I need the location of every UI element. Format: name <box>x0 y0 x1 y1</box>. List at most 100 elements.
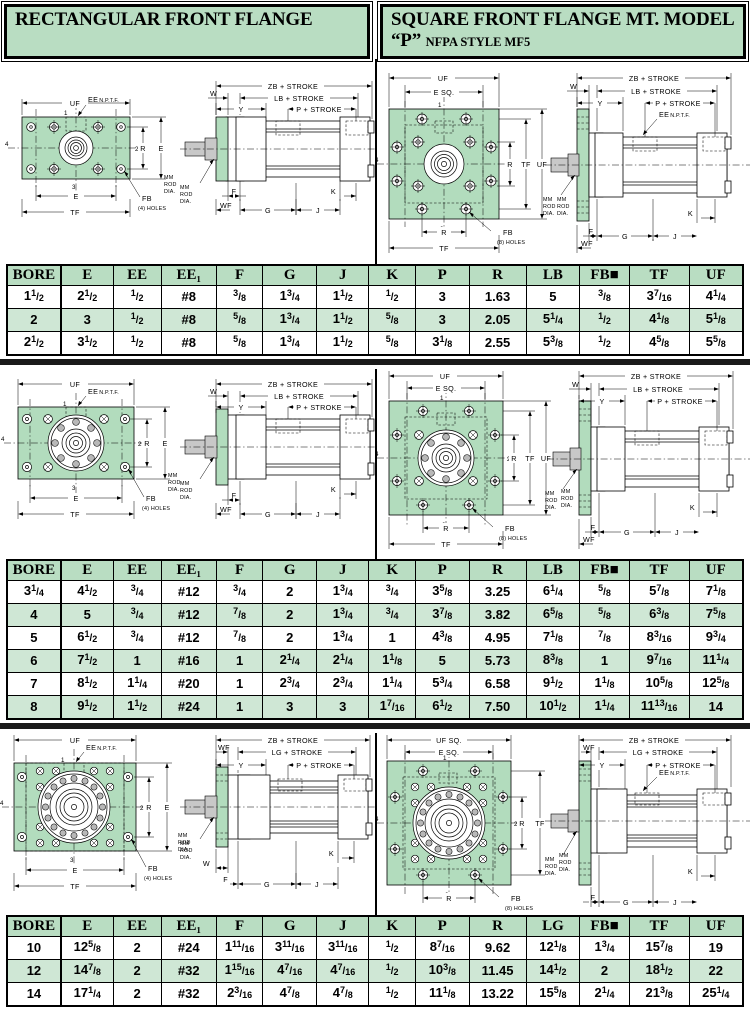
cell-tf: 181/2 <box>628 959 690 984</box>
cell-lb: 51/4 <box>525 308 581 333</box>
dim-j-sqmed-label: J <box>675 528 679 537</box>
title-text-right: SQUARE FRONT FLANGE MT. MODEL “P” <box>391 9 734 51</box>
cell-j: 47/8 <box>316 982 370 1007</box>
cell-e: 5 <box>60 603 114 628</box>
column-header-k: K <box>368 264 416 287</box>
callout-sq-4: 4 <box>375 157 379 164</box>
side-view-rect-medium: ZB + STROKE W LB + STROKE Y <box>180 379 375 520</box>
column-header-tf: TF <box>628 915 690 938</box>
dim-ee-nptf-sq-label: EEN.P.T.F. <box>659 110 690 119</box>
dim-ee-nptf-lg-label: EEN.P.T.F. <box>86 743 117 752</box>
dim-tf-lg-label: TF <box>70 882 80 891</box>
cell-j: 21/4 <box>316 649 370 674</box>
dim-r-sqmed-label: R <box>511 454 517 463</box>
cell-g: 2 <box>262 603 318 628</box>
cell-e: 3 <box>60 308 114 333</box>
dim-g-lg-label: G <box>264 880 270 889</box>
dim-w-sqmed-label: W <box>572 380 579 389</box>
dim-fb-sqmed-holes-label: (8) HOLES <box>499 536 527 542</box>
cell-ee: 1/2 <box>112 285 162 310</box>
callout-3: 3 <box>72 184 76 191</box>
cell-e: 71/2 <box>60 649 114 674</box>
dim-uf-sq-lg-label: UF SQ. <box>436 736 462 745</box>
cell-bore: 12 <box>6 959 62 984</box>
cell-g: 21/4 <box>262 649 318 674</box>
drawing-rect-flange-band3: UF EEN.P.T.F. 1 4 2 3 R <box>0 733 375 915</box>
cell-f: 7/8 <box>215 603 264 628</box>
cell-fb: 11/8 <box>579 672 630 697</box>
callout-med-3: 3 <box>72 485 76 492</box>
dim-k-sqlg-label: K <box>688 867 693 876</box>
dim-uf-top-label: UF <box>438 74 448 83</box>
cell-ee: #8 <box>160 308 217 333</box>
cell-ee: 11/4 <box>112 672 162 697</box>
cell-tf: 63/8 <box>628 603 690 628</box>
cell-ee: #8 <box>160 285 217 310</box>
cell-e: 21/2 <box>60 285 114 310</box>
svg-rect-flange-small: UF EEN.P.T.F. 1 4 2 3 R <box>5 81 375 218</box>
dim-k-label: K <box>331 187 336 196</box>
label-dia-sqlg: DIA. <box>559 867 570 873</box>
cell-uf: 75/8 <box>688 603 744 628</box>
front-view-rect-small: UF EEN.P.T.F. 1 4 2 3 R <box>5 95 176 218</box>
dim-w-med-label: W <box>210 387 217 396</box>
cell-e: 61/2 <box>60 626 114 651</box>
dim-y-lg-label: Y <box>238 761 243 770</box>
cell-k: 11/4 <box>368 672 416 697</box>
cell-tf: 157/8 <box>628 936 690 961</box>
cell-k: 11/8 <box>368 649 416 674</box>
cell-uf: 251/4 <box>688 982 744 1007</box>
dim-k-sqmed-label: K <box>690 503 695 512</box>
cell-uf: 41/4 <box>688 285 744 310</box>
svg-square-flange-small: UF E SQ. 1 4 2 3 <box>375 73 750 254</box>
dim-y-sq-label: Y <box>597 99 602 108</box>
dim-p-stroke-sq-label: P + STROKE <box>655 99 700 108</box>
cell-fb: 1/2 <box>579 308 630 333</box>
dim-fb-sqmed-label: FB <box>505 524 515 533</box>
cell-ee: #12 <box>160 626 217 651</box>
label-dia-lg-side: DIA. <box>180 855 191 861</box>
column-header-e: E <box>60 264 114 287</box>
cell-lg: 121/8 <box>525 936 581 961</box>
column-header-f: F <box>215 559 264 582</box>
dim-fb-holes8-label: (8) HOLES <box>497 240 525 246</box>
cell-bore: 11/2 <box>6 285 62 310</box>
cell-k: 5/8 <box>368 308 416 333</box>
label-mm-side: MM <box>180 185 190 191</box>
dim-g-sqmed-label: G <box>624 528 630 537</box>
dim-fb-sq-label: FB <box>503 228 513 237</box>
cell-tf: 37/16 <box>628 285 690 310</box>
dim-g-sq-label: G <box>622 232 628 241</box>
cell-lb: 71/8 <box>525 626 581 651</box>
cell-r: 5.73 <box>468 649 527 674</box>
side-view-square-large: ZB + STROKE WF LG + STROKE <box>545 735 750 908</box>
callout-sqmed-4: 4 <box>375 451 379 458</box>
panel-divider-2 <box>375 369 377 560</box>
dim-f-sqmed-label: F <box>591 523 596 532</box>
cell-fb: 5/8 <box>579 603 630 628</box>
cell-g: 23/4 <box>262 672 318 697</box>
dim-wf-label: WF <box>220 201 232 210</box>
dim-w-label: W <box>210 89 217 98</box>
column-header-tf: TF <box>628 264 690 287</box>
cell-fb: 21/4 <box>579 982 630 1007</box>
dim-lb-stroke-sq-label: LB + STROKE <box>631 87 681 96</box>
cell-bore: 10 <box>6 936 62 961</box>
cell-ee: #24 <box>160 936 217 961</box>
dim-wf-med-label: WF <box>220 505 232 514</box>
cell-tf: 105/8 <box>628 672 690 697</box>
cell-tf: 57/8 <box>628 580 690 605</box>
cell-fb: 5/8 <box>579 580 630 605</box>
dim-f-lg-label: F <box>223 875 228 884</box>
dim-zb-stroke-label: ZB + STROKE <box>268 82 318 91</box>
dim-lb-sqmed-label: LB + STROKE <box>633 385 683 394</box>
cell-fb: 3/8 <box>579 285 630 310</box>
cell-j: 3 <box>316 695 370 720</box>
dim-r-sqlg-label: R <box>519 819 525 828</box>
